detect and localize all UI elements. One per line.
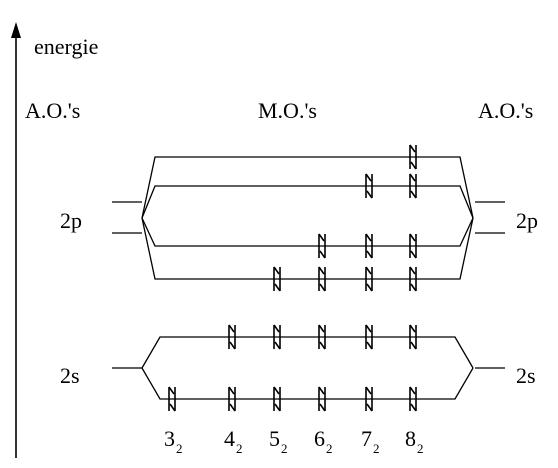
electron-pair bbox=[318, 266, 326, 292]
spin-up-barb bbox=[409, 266, 416, 275]
electron-pair bbox=[409, 233, 417, 259]
spin-up-barb bbox=[365, 386, 372, 395]
center-header: M.O.'s bbox=[258, 98, 317, 123]
spin-down-barb bbox=[169, 403, 176, 412]
spin-up-barb bbox=[409, 233, 416, 242]
spin-down-barb bbox=[410, 403, 417, 412]
spin-down-barb bbox=[366, 250, 373, 259]
spin-up-barb bbox=[409, 386, 416, 395]
electron-pairs bbox=[168, 144, 417, 412]
electron-pair bbox=[365, 173, 373, 199]
spin-up-barb bbox=[318, 324, 325, 333]
electron-pair bbox=[409, 173, 417, 199]
spin-down-barb bbox=[229, 403, 236, 412]
electron-pair bbox=[365, 324, 373, 350]
spin-down-barb bbox=[410, 190, 417, 199]
energy-axis-arrowhead bbox=[11, 22, 21, 38]
spin-down-barb bbox=[366, 190, 373, 199]
electron-pair bbox=[273, 266, 281, 292]
spin-up-barb bbox=[365, 266, 372, 275]
column-label: 8 bbox=[405, 426, 416, 451]
electron-pair bbox=[273, 324, 281, 350]
left-header: A.O.'s bbox=[25, 98, 80, 123]
mo-sigma-2p-bonding bbox=[141, 217, 474, 280]
electron-pair bbox=[273, 386, 281, 412]
mo-sigma-2s-bonding bbox=[141, 367, 474, 400]
column-label: 3 bbox=[164, 426, 175, 451]
electron-pair bbox=[318, 233, 326, 259]
column-label-subscript: 2 bbox=[176, 441, 183, 456]
spin-down-barb bbox=[366, 341, 373, 350]
orbital-label-left-2p: 2p bbox=[60, 208, 82, 233]
spin-up-barb bbox=[409, 324, 416, 333]
electron-pair bbox=[409, 386, 417, 412]
orbital-label-right-2s: 2s bbox=[516, 363, 536, 388]
spin-up-barb bbox=[228, 324, 235, 333]
spin-down-barb bbox=[410, 341, 417, 350]
spin-up-barb bbox=[318, 386, 325, 395]
orbital-label-left-2s: 2s bbox=[60, 363, 80, 388]
column-label: 6 bbox=[314, 426, 325, 451]
spin-up-barb bbox=[228, 386, 235, 395]
axis-label: energie bbox=[34, 34, 98, 59]
spin-down-barb bbox=[274, 403, 281, 412]
electron-pair bbox=[365, 233, 373, 259]
spin-down-barb bbox=[366, 403, 373, 412]
electron-pair bbox=[228, 324, 236, 350]
column-label-subscript: 2 bbox=[236, 441, 243, 456]
spin-up-barb bbox=[273, 266, 280, 275]
spin-up-barb bbox=[409, 173, 416, 182]
electron-pair bbox=[409, 324, 417, 350]
spin-down-barb bbox=[319, 341, 326, 350]
mo-sigma-2p-antibonding bbox=[141, 156, 474, 219]
spin-up-barb bbox=[168, 386, 175, 395]
column-label: 7 bbox=[361, 426, 372, 451]
electron-pair bbox=[228, 386, 236, 412]
spin-up-barb bbox=[273, 386, 280, 395]
spin-down-barb bbox=[274, 283, 281, 292]
spin-up-barb bbox=[365, 233, 372, 242]
column-label-subscript: 2 bbox=[417, 441, 424, 456]
spin-down-barb bbox=[274, 341, 281, 350]
spin-down-barb bbox=[366, 283, 373, 292]
spin-up-barb bbox=[365, 173, 372, 182]
spin-down-barb bbox=[229, 341, 236, 350]
spin-down-barb bbox=[410, 250, 417, 259]
electron-pair bbox=[365, 386, 373, 412]
right-header: A.O.'s bbox=[478, 98, 533, 123]
spin-up-barb bbox=[273, 324, 280, 333]
spin-up-barb bbox=[318, 233, 325, 242]
electron-pair bbox=[409, 144, 417, 170]
spin-up-barb bbox=[409, 144, 416, 153]
spin-down-barb bbox=[319, 403, 326, 412]
electron-pair bbox=[318, 386, 326, 412]
column-label-subscript: 2 bbox=[326, 441, 333, 456]
electron-pair bbox=[409, 266, 417, 292]
spin-down-barb bbox=[319, 283, 326, 292]
column-label-subscript: 2 bbox=[281, 441, 288, 456]
column-label: 4 bbox=[224, 426, 235, 451]
spin-down-barb bbox=[410, 283, 417, 292]
spin-down-barb bbox=[319, 250, 326, 259]
electron-pair bbox=[318, 324, 326, 350]
mo-pi-2p-antibonding bbox=[141, 185, 474, 219]
electron-pair bbox=[365, 266, 373, 292]
spin-down-barb bbox=[410, 161, 417, 170]
electron-pair bbox=[168, 386, 176, 412]
column-label: 5 bbox=[269, 426, 280, 451]
mo-pi-2p-bonding bbox=[141, 217, 474, 247]
column-label-subscript: 2 bbox=[373, 441, 380, 456]
spin-up-barb bbox=[365, 324, 372, 333]
mo-sigma-2s-antibonding bbox=[141, 336, 474, 369]
spin-up-barb bbox=[318, 266, 325, 275]
orbital-label-right-2p: 2p bbox=[516, 208, 538, 233]
